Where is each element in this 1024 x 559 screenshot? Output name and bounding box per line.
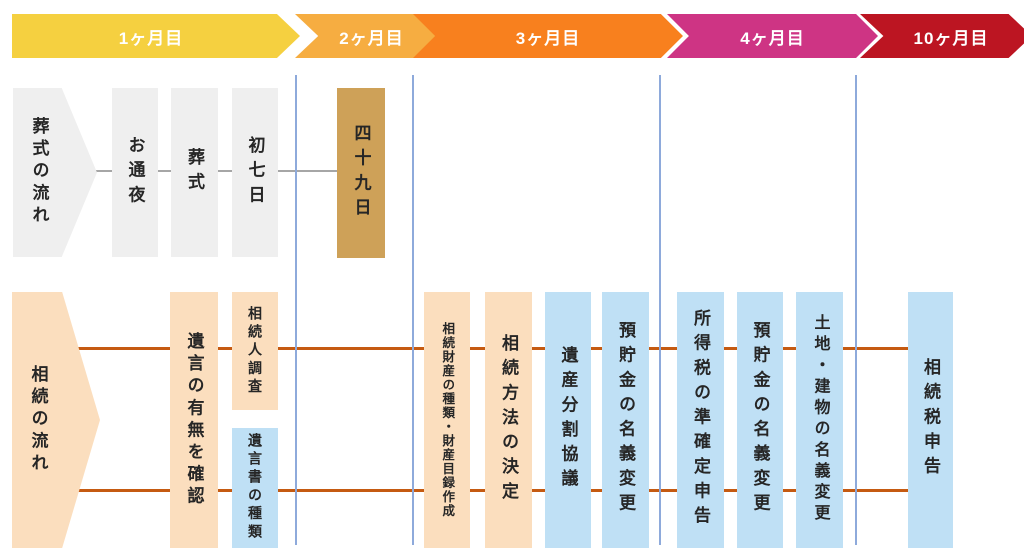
month-banner-2-label: 2ヶ月目 bbox=[339, 28, 404, 48]
inherit-step-will-type-label: 遺言書の種類 bbox=[247, 433, 263, 543]
funeral-lane-arrow: 葬式の流れ bbox=[13, 88, 97, 257]
inherit-step-property-rename: 土地・建物の名義変更 bbox=[796, 292, 843, 548]
funeral-step-7th-day: 初七日 bbox=[232, 88, 278, 257]
inherit-step-asset-inventory: 相続財産の種類・財産目録作成 bbox=[424, 292, 470, 548]
funeral-step-funeral: 葬式 bbox=[171, 88, 218, 257]
inherit-step-will-check-label: 遺言の有無を確認 bbox=[184, 331, 204, 509]
inherit-step-method-decision-label: 相続方法の決定 bbox=[499, 333, 518, 507]
inherit-step-division-meeting: 遺産分割協議 bbox=[545, 292, 591, 548]
funeral-step-wake-label: お通夜 bbox=[125, 135, 145, 210]
inherit-step-will-type: 遺言書の種類 bbox=[232, 428, 278, 548]
inherit-step-deposit-rename-2-label: 預貯金の名義変更 bbox=[750, 321, 770, 519]
inherit-step-property-rename-label: 土地・建物の名義変更 bbox=[811, 314, 829, 526]
funeral-lane-title: 葬式の流れ bbox=[29, 117, 49, 228]
inherit-step-heir-investigation-label: 相続人調査 bbox=[247, 305, 263, 397]
funeral-step-funeral-label: 葬式 bbox=[185, 147, 204, 198]
inherit-step-deposit-rename-1: 預貯金の名義変更 bbox=[602, 292, 649, 548]
month-separator-2 bbox=[412, 75, 414, 545]
funeral-step-7th-day-label: 初七日 bbox=[245, 135, 265, 210]
inherit-step-deposit-rename-2: 預貯金の名義変更 bbox=[737, 292, 783, 548]
inherit-step-asset-inventory-label: 相続財産の種類・財産目録作成 bbox=[440, 322, 455, 518]
inherit-step-income-tax-return: 所得税の準確定申告 bbox=[677, 292, 724, 548]
inherit-step-deposit-rename-1-label: 預貯金の名義変更 bbox=[616, 321, 635, 519]
inherit-step-inheritance-tax-label: 相続税申告 bbox=[921, 358, 940, 482]
month-banner-10-label: 10ヶ月目 bbox=[913, 28, 989, 48]
month-banner-4-label: 4ヶ月目 bbox=[740, 28, 805, 48]
inherit-step-income-tax-return-label: 所得税の準確定申告 bbox=[691, 309, 710, 531]
funeral-step-wake: お通夜 bbox=[112, 88, 158, 257]
month-banner-10: 10ヶ月目 bbox=[860, 14, 1024, 58]
inheritance-lane-title: 相続の流れ bbox=[28, 364, 48, 476]
inheritance-lane-arrow: 相続の流れ bbox=[12, 292, 100, 548]
month-banner-1-label: 1ヶ月目 bbox=[118, 28, 184, 48]
inherit-step-will-check: 遺言の有無を確認 bbox=[170, 292, 218, 548]
month-banner-3-label: 3ヶ月目 bbox=[515, 28, 581, 48]
month-separator-3 bbox=[659, 75, 661, 545]
month-banner-2: 2ヶ月目 bbox=[295, 14, 440, 58]
inherit-step-division-meeting-label: 遺産分割協議 bbox=[558, 346, 578, 494]
month-banner-3: 3ヶ月目 bbox=[413, 14, 683, 58]
month-banner-4: 4ヶ月目 bbox=[667, 14, 878, 58]
inherit-step-heir-investigation: 相続人調査 bbox=[232, 292, 278, 410]
month-banner-1: 1ヶ月目 bbox=[12, 14, 300, 58]
month-separator-1 bbox=[295, 75, 297, 545]
inherit-step-method-decision: 相続方法の決定 bbox=[485, 292, 532, 548]
funeral-step-49th-day-label: 四十九日 bbox=[351, 123, 371, 223]
funeral-step-49th-day: 四十九日 bbox=[337, 88, 385, 258]
inherit-step-inheritance-tax: 相続税申告 bbox=[908, 292, 953, 548]
month-separator-4 bbox=[855, 75, 857, 545]
